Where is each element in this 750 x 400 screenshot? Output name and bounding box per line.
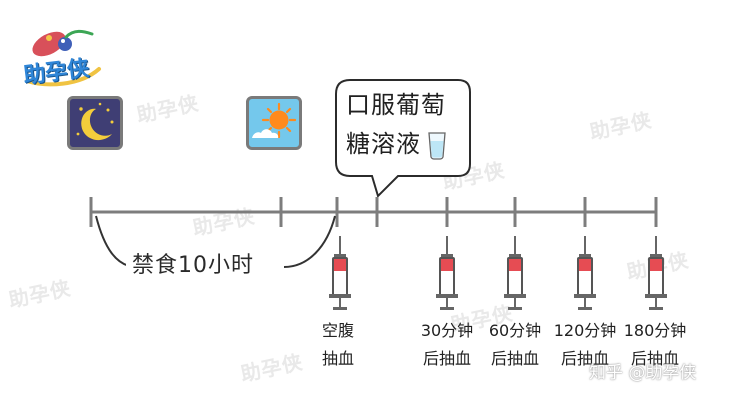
- syringe-icon: [325, 236, 355, 312]
- blood-draw-label-fasting: 空腹 抽血: [297, 317, 379, 373]
- blood-draw-time: 180分钟: [614, 317, 696, 345]
- source-credit: 知乎 @助孕侠: [589, 358, 696, 383]
- syringe-icon: [500, 236, 530, 312]
- fasting-label: 禁食10小时: [126, 249, 260, 283]
- blood-draw-action: 抽血: [297, 345, 379, 373]
- syringe-icon: [641, 236, 671, 312]
- syringe-icon: [432, 236, 462, 312]
- blood-draw-time: 空腹: [297, 317, 379, 345]
- syringe-icon: [570, 236, 600, 312]
